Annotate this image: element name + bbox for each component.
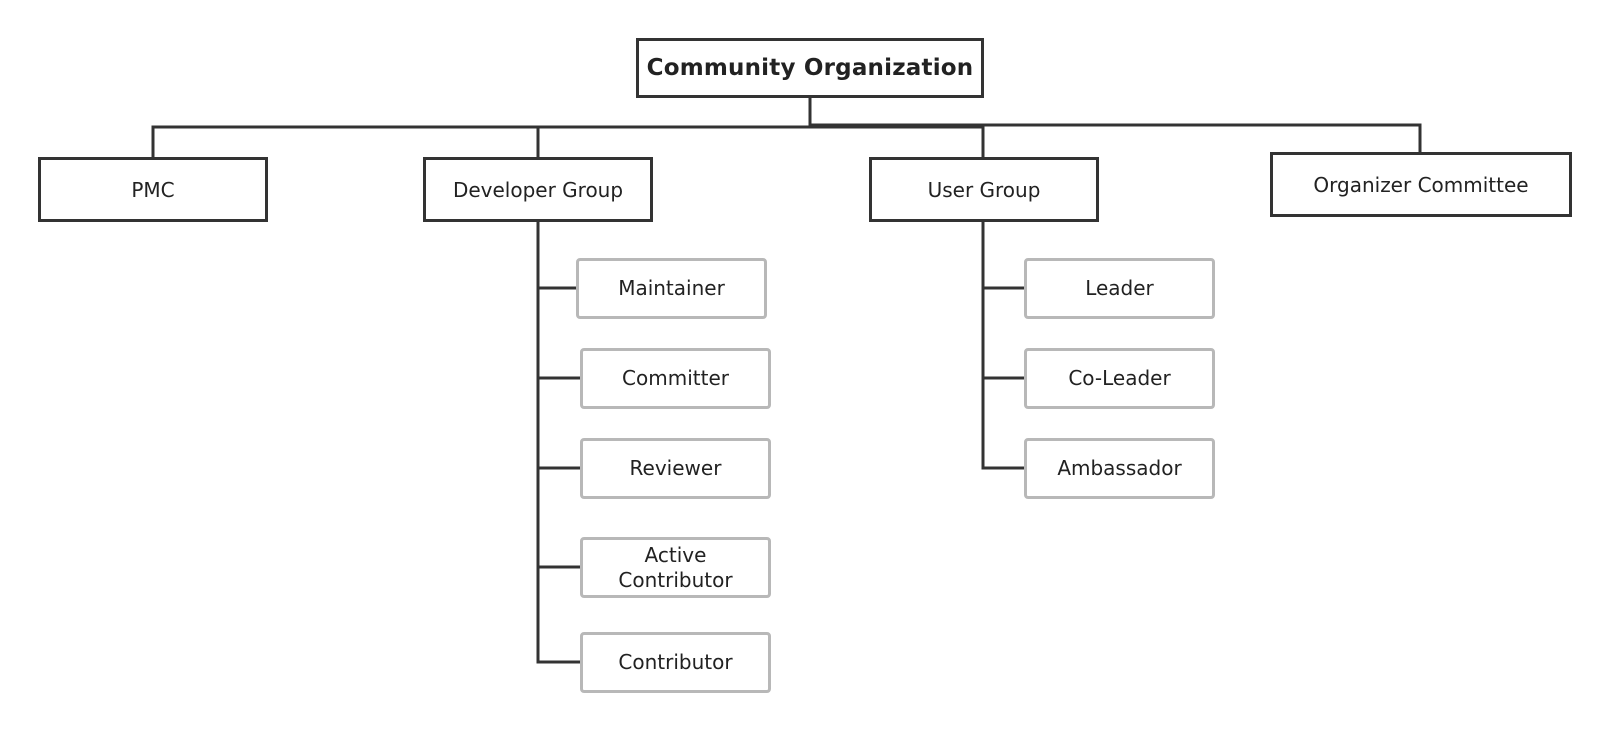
role-node-active-contributor: Active Contributor (580, 537, 771, 598)
group-node-organizer-committee: Organizer Committee (1270, 152, 1572, 217)
group-node-developer-group: Developer Group (423, 157, 653, 222)
role-label: Reviewer (629, 456, 722, 480)
role-label: Leader (1085, 276, 1154, 300)
group-node-user-group: User Group (869, 157, 1099, 222)
group-label: Organizer Committee (1313, 172, 1529, 197)
group-label: Developer Group (452, 177, 624, 202)
role-node-reviewer: Reviewer (580, 438, 771, 499)
role-label: Committer (622, 366, 729, 390)
group-node-pmc: PMC (38, 157, 268, 222)
role-label: Maintainer (618, 276, 725, 300)
group-label: User Group (927, 177, 1041, 202)
role-label: Co-Leader (1068, 366, 1171, 390)
role-label: Active Contributor (618, 542, 733, 592)
group-label: PMC (131, 177, 175, 202)
role-node-maintainer: Maintainer (576, 258, 767, 319)
root-label: Community Organization (646, 55, 974, 81)
role-node-ambassador: Ambassador (1024, 438, 1215, 499)
role-node-committer: Committer (580, 348, 771, 409)
role-label: Ambassador (1057, 456, 1182, 480)
role-label: Contributor (618, 650, 733, 674)
root-node: Community Organization (636, 38, 984, 98)
role-node-leader: Leader (1024, 258, 1215, 319)
role-node-contributor: Contributor (580, 632, 771, 693)
role-node-co-leader: Co-Leader (1024, 348, 1215, 409)
